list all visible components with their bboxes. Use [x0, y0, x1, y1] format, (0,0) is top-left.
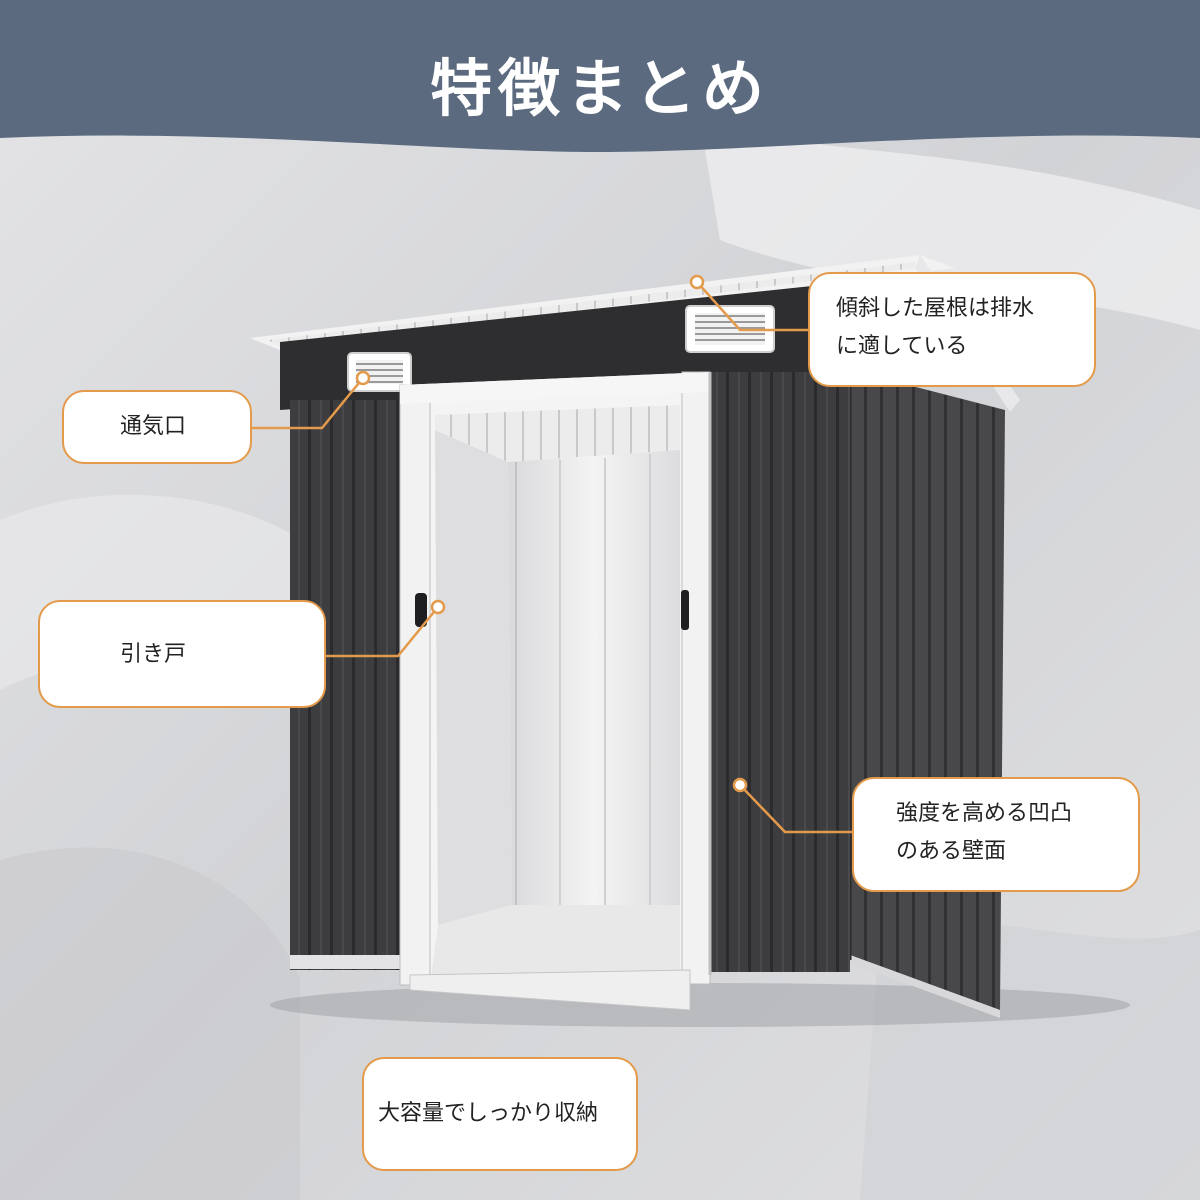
callout-roof: 傾斜した屋根は排水 に適している [808, 272, 1096, 387]
callout-door: 引き戸 [38, 600, 326, 708]
door-frame [399, 371, 711, 1011]
callout-roof-line2: に適している [836, 334, 968, 359]
callout-capacity-label: 大容量でしっかり収納 [378, 1101, 599, 1126]
callout-wall-line1: 強度を高める凹凸 [896, 801, 1073, 826]
callout-markers [355, 274, 748, 793]
callout-door-label: 引き戸 [120, 642, 187, 667]
callout-vent-label: 通気口 [120, 414, 187, 439]
side-wall [850, 370, 1005, 1010]
door-handle-left [415, 593, 427, 627]
callout-wall: 強度を高める凹凸 のある壁面 [852, 777, 1140, 892]
door-handle-right [681, 590, 689, 630]
sliding-door-panel [710, 372, 850, 972]
door-opening [400, 372, 710, 985]
callout-roof-line1: 傾斜した屋根は排水 [836, 296, 1035, 321]
callout-connectors [250, 281, 855, 834]
page-title: 特徴まとめ [429, 52, 770, 125]
callout-wall-line2: のある壁面 [896, 839, 1007, 864]
callout-vent: 通気口 [62, 390, 252, 464]
header-band [0, 0, 1200, 152]
callout-capacity: 大容量でしっかり収納 [362, 1057, 638, 1171]
